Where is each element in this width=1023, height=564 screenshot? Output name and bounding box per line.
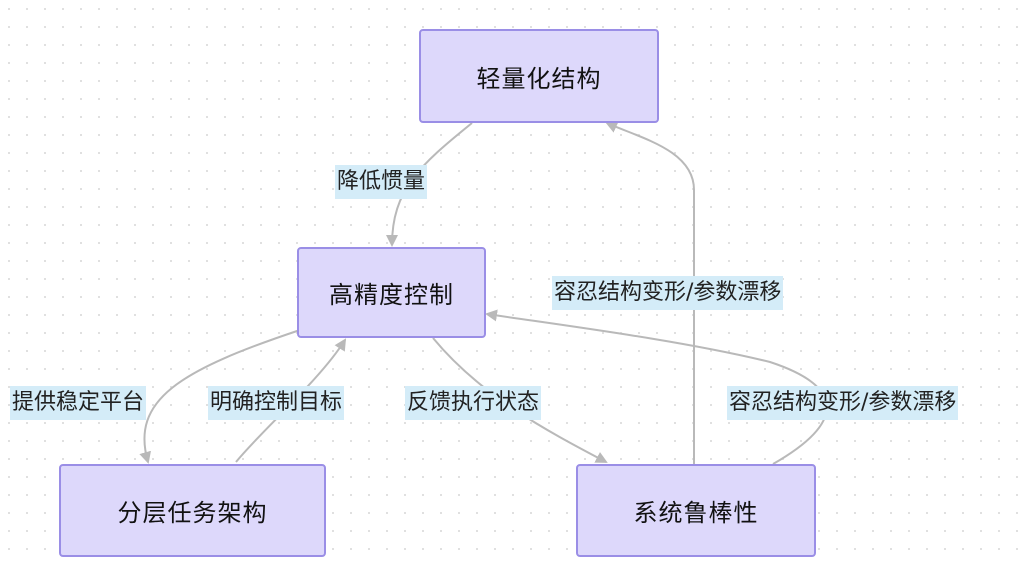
edge-label-clear-target: 明确控制目标 xyxy=(208,386,345,420)
node-system-robustness[interactable]: 系统鲁棒性 xyxy=(576,464,816,557)
edge-label-tolerance-top: 容忍结构变形/参数漂移 xyxy=(552,276,784,310)
node-hierarchical-task-architecture[interactable]: 分层任务架构 xyxy=(59,464,326,557)
node-label: 系统鲁棒性 xyxy=(633,499,759,527)
node-label: 分层任务架构 xyxy=(117,499,268,527)
edge-label-feedback-state: 反馈执行状态 xyxy=(405,386,542,420)
node-high-precision-control[interactable]: 高精度控制 xyxy=(297,247,486,338)
edge-robustness-to-lightweight xyxy=(605,121,695,464)
node-lightweight-structure[interactable]: 轻量化结构 xyxy=(419,29,659,123)
edge-label-tolerance-right: 容忍结构变形/参数漂移 xyxy=(727,386,959,420)
node-label: 轻量化结构 xyxy=(476,64,602,93)
edge-label-stable-platform: 提供稳定平台 xyxy=(10,386,147,420)
edge-precision-to-hierarchy xyxy=(139,329,301,464)
edge-robustness-to-precision xyxy=(485,309,828,465)
node-label: 高精度控制 xyxy=(329,281,454,309)
edge-label-reduce-inertia: 降低惯量 xyxy=(335,165,428,199)
